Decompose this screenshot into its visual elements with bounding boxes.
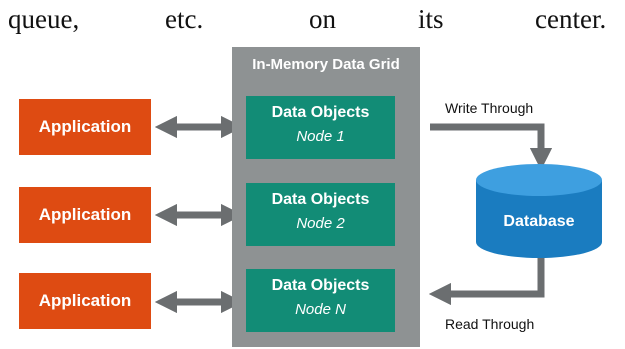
node-subtitle: Node N xyxy=(295,301,346,318)
grid-title: In-Memory Data Grid xyxy=(252,56,400,73)
write-through-arrow xyxy=(430,123,553,171)
in-memory-data-grid: In-Memory Data Grid Data Objects Node 1 … xyxy=(232,47,420,347)
database-cylinder xyxy=(476,164,602,258)
database-label: Database xyxy=(503,213,575,230)
caption-word: queue, xyxy=(8,4,80,34)
node-subtitle: Node 2 xyxy=(296,215,345,232)
application-box-1: Application xyxy=(19,99,151,155)
node-subtitle: Node 1 xyxy=(296,128,345,145)
read-through-label: Read Through xyxy=(445,316,535,332)
write-through-label: Write Through xyxy=(445,100,534,116)
caption-word: etc. xyxy=(165,4,204,34)
caption-line: queue, etc. on its center. xyxy=(8,4,617,40)
caption-word: center. xyxy=(535,4,607,34)
node-title: Data Objects xyxy=(271,277,370,294)
data-objects-node-1: Data Objects Node 1 xyxy=(246,96,395,159)
data-objects-node-n: Data Objects Node N xyxy=(246,269,395,332)
caption-word: on xyxy=(309,4,336,34)
read-through-arrow xyxy=(428,256,545,306)
node-title: Data Objects xyxy=(271,104,370,121)
application-box-3: Application xyxy=(19,273,151,329)
application-box-2: Application xyxy=(19,187,151,243)
node-title: Data Objects xyxy=(271,191,370,208)
data-objects-node-2: Data Objects Node 2 xyxy=(246,183,395,246)
caption-word: its xyxy=(418,4,444,34)
